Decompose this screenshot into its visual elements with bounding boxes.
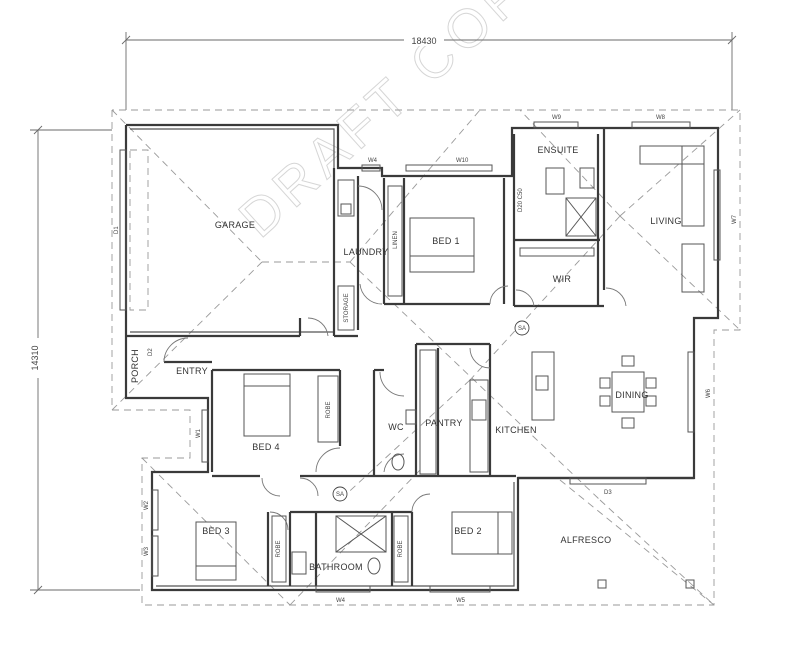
room-pantry: PANTRY bbox=[425, 418, 462, 428]
fixtures bbox=[129, 145, 705, 589]
windows bbox=[119, 121, 721, 593]
tag-d1: D1 bbox=[114, 226, 120, 234]
tag-d20-c50: D20 C50 bbox=[518, 188, 524, 212]
room-living: LIVING bbox=[650, 216, 681, 226]
room-labels: GARAGE LAUNDRY BED 1 ENSUITE WIR LIVING … bbox=[130, 145, 681, 572]
tag-w5: W5 bbox=[456, 598, 466, 604]
room-entry: ENTRY bbox=[176, 366, 208, 376]
label-robe-bed3: ROBE bbox=[276, 540, 282, 557]
label-storage: STORAGE bbox=[344, 293, 350, 322]
label-linen: LINEN bbox=[393, 231, 399, 249]
dimension-width: 18430 bbox=[121, 32, 737, 110]
tag-d3: D3 bbox=[604, 490, 612, 496]
room-laundry: LAUNDRY bbox=[344, 247, 389, 257]
room-alfresco: ALFRESCO bbox=[561, 535, 612, 545]
label-robe-bed2: ROBE bbox=[398, 540, 404, 557]
room-ensuite: ENSUITE bbox=[537, 145, 578, 155]
room-wir: WIR bbox=[553, 274, 572, 284]
opening-tags: W4 W10 W9 W8 W7 W6 D1 D2 W1 W2 W3 W4 W5 … bbox=[114, 115, 738, 604]
dimension-height: 14310 bbox=[24, 125, 140, 595]
tag-w7: W7 bbox=[732, 214, 738, 224]
room-bed3: BED 3 bbox=[202, 526, 230, 536]
tag-d2: D2 bbox=[148, 348, 154, 356]
tag-w4-bottom: W4 bbox=[336, 598, 346, 604]
room-wc: WC bbox=[388, 422, 404, 432]
tag-w9: W9 bbox=[552, 115, 562, 121]
tag-w1: W1 bbox=[196, 428, 202, 438]
fixture-labels: LINEN STORAGE ROBE ROBE ROBE SA SA bbox=[276, 231, 526, 557]
tag-w8: W8 bbox=[656, 115, 666, 121]
label-robe-bed4: ROBE bbox=[326, 401, 332, 418]
label-sa-2: SA bbox=[336, 492, 344, 498]
height-label: 14310 bbox=[30, 345, 40, 370]
label-sa-1: SA bbox=[518, 326, 526, 332]
room-bed4: BED 4 bbox=[252, 442, 280, 452]
tag-w10: W10 bbox=[456, 158, 469, 164]
room-bed1: BED 1 bbox=[432, 236, 460, 246]
tag-w3: W3 bbox=[144, 546, 150, 556]
room-bathroom: BATHROOM bbox=[309, 562, 363, 572]
exterior-walls bbox=[124, 123, 720, 592]
room-kitchen: KITCHEN bbox=[495, 425, 537, 435]
width-label: 18430 bbox=[411, 36, 436, 46]
room-garage: GARAGE bbox=[215, 220, 255, 230]
tag-w4-top: W4 bbox=[368, 158, 378, 164]
room-porch: PORCH bbox=[130, 349, 140, 383]
room-bed2: BED 2 bbox=[454, 526, 482, 536]
room-dining: DINING bbox=[615, 390, 648, 400]
tag-w2: W2 bbox=[144, 500, 150, 510]
tag-w6: W6 bbox=[706, 388, 712, 398]
interior-walls bbox=[126, 128, 694, 586]
doors bbox=[163, 185, 627, 531]
